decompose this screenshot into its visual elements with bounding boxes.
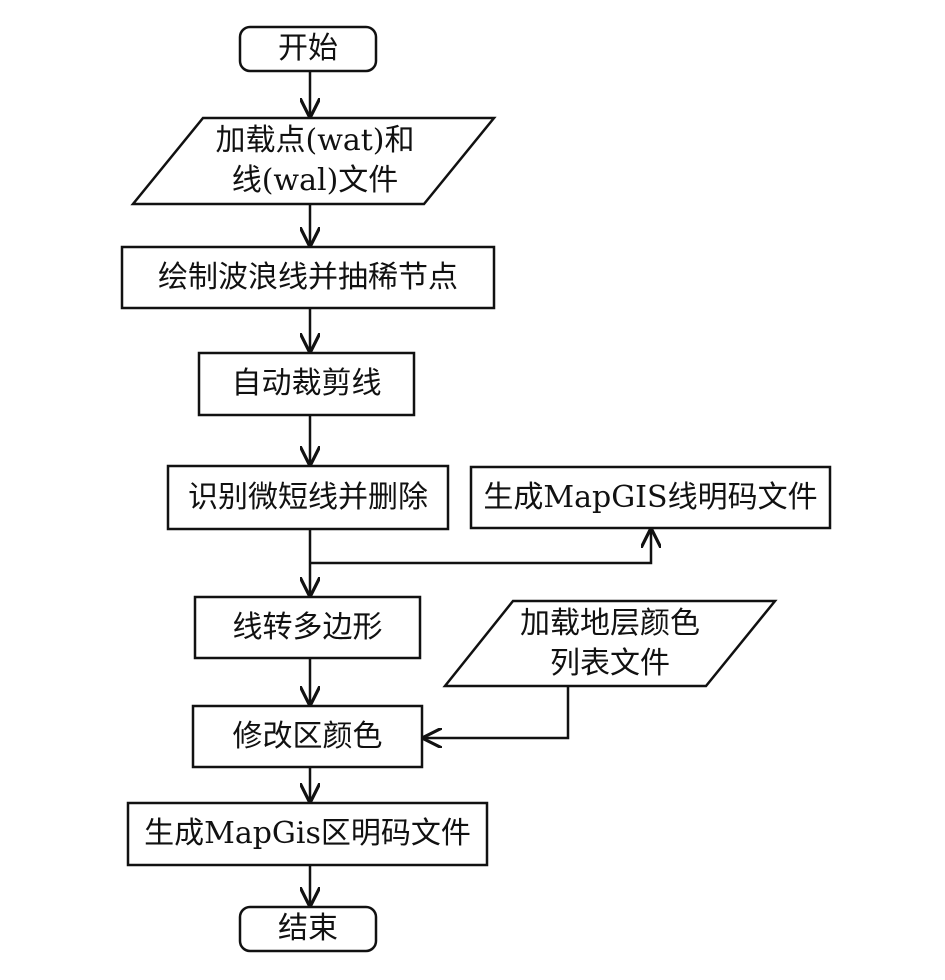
edge-branch-to-gen-line-file bbox=[310, 530, 651, 565]
load-colors-label: 加载地层颜色 列表文件 bbox=[475, 603, 745, 684]
modify-color-label: 修改区颜色 bbox=[232, 718, 383, 754]
draw-wave-process-box bbox=[120, 245, 496, 310]
draw-wave-label: 绘制波浪线并抽稀节点 bbox=[158, 259, 458, 295]
end-label: 结束 bbox=[278, 911, 338, 946]
end-terminal bbox=[238, 905, 378, 953]
gen-area-file-label: 生成MapGis区明码文件 bbox=[144, 816, 471, 851]
edge-load-colors-to-modify-color bbox=[424, 686, 570, 738]
line-to-poly-process-box bbox=[193, 595, 422, 660]
gen-area-file-process-box bbox=[126, 801, 489, 867]
gen-line-file-label: 生成MapGIS线明码文件 bbox=[483, 479, 818, 515]
remove-short-process-box bbox=[166, 464, 450, 531]
line-to-poly-label: 线转多边形 bbox=[232, 609, 383, 645]
auto-clip-label: 自动裁剪线 bbox=[231, 366, 382, 401]
load-colors-label-line-1: 加载地层颜色 bbox=[520, 605, 700, 641]
load-files-io-shape bbox=[130, 116, 497, 206]
load-files-label-line-2: 线(wal)文件 bbox=[231, 163, 399, 198]
load-files-label-line-1: 加载点(wat)和 bbox=[215, 123, 415, 158]
start-label: 开始 bbox=[278, 31, 338, 66]
remove-short-label: 识别微短线并删除 bbox=[188, 479, 428, 515]
load-colors-label-line-2: 列表文件 bbox=[550, 645, 670, 681]
start-terminal bbox=[238, 25, 378, 73]
load-files-label: 加载点(wat)和 线(wal)文件 bbox=[150, 120, 480, 202]
load-colors-io-shape bbox=[442, 599, 778, 688]
auto-clip-process-box bbox=[197, 351, 416, 417]
